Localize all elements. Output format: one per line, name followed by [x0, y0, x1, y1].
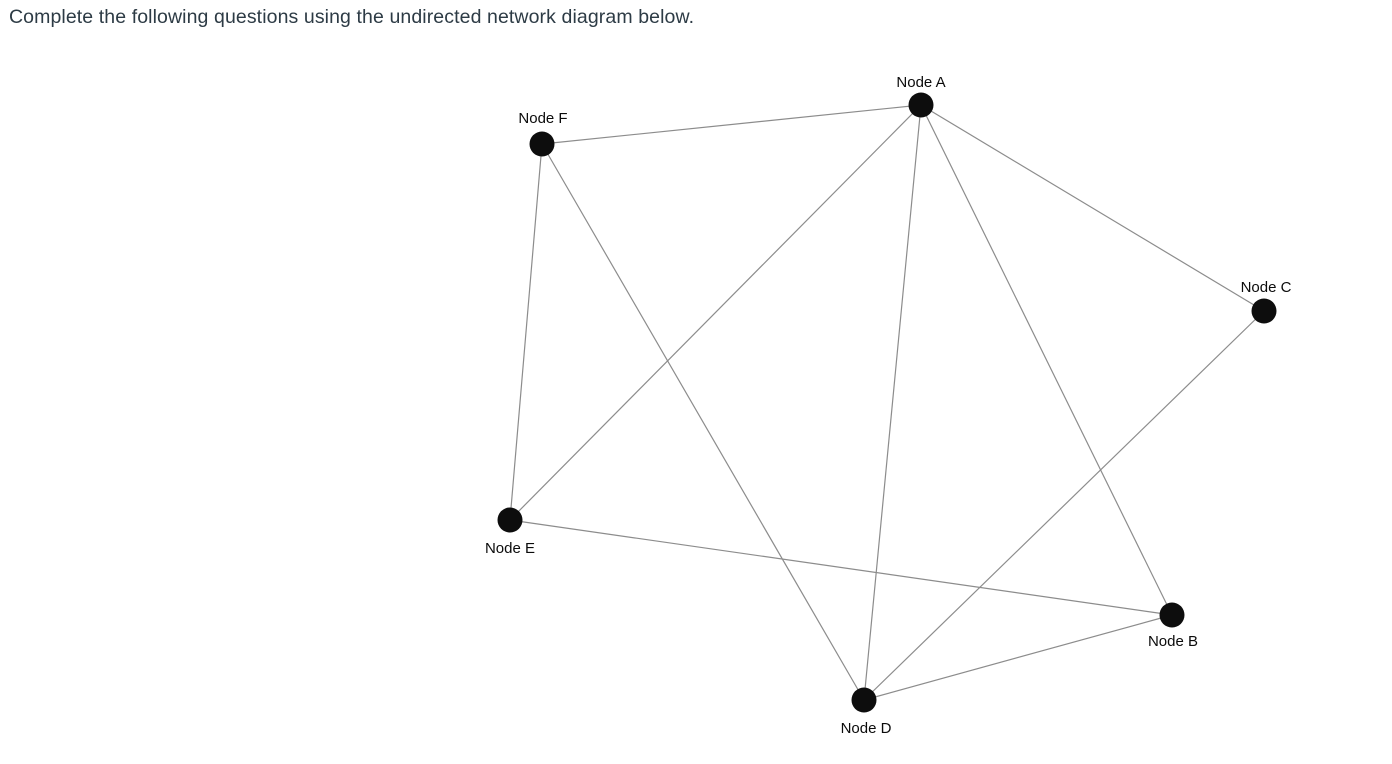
edge-B-E — [509, 519, 1173, 616]
edge-E-F — [509, 143, 543, 521]
node-C — [1251, 298, 1277, 324]
edge-A-E — [509, 104, 922, 521]
edge-A-B — [920, 104, 1173, 616]
edge-A-D — [863, 104, 922, 701]
node-F — [529, 131, 555, 157]
edge-C-D — [863, 310, 1265, 701]
node-label-D: Node D — [841, 720, 892, 737]
node-B — [1159, 602, 1185, 628]
node-label-B: Node B — [1148, 633, 1198, 650]
node-E — [497, 507, 523, 533]
node-label-E: Node E — [485, 540, 535, 557]
node-D — [851, 687, 877, 713]
node-A — [908, 92, 934, 118]
node-label-A: Node A — [896, 74, 945, 91]
nodes-group — [497, 92, 1277, 713]
node-label-F: Node F — [518, 110, 567, 127]
page-title: Complete the following questions using t… — [9, 6, 695, 28]
edge-F-D — [541, 143, 865, 701]
labels-group: Node A Node B Node C Node D Node E Node F — [485, 74, 1292, 737]
edge-A-C — [920, 104, 1265, 312]
edge-B-D — [863, 614, 1173, 701]
node-label-C: Node C — [1241, 279, 1292, 296]
edge-A-F — [541, 104, 922, 145]
edges-group — [509, 104, 1265, 701]
